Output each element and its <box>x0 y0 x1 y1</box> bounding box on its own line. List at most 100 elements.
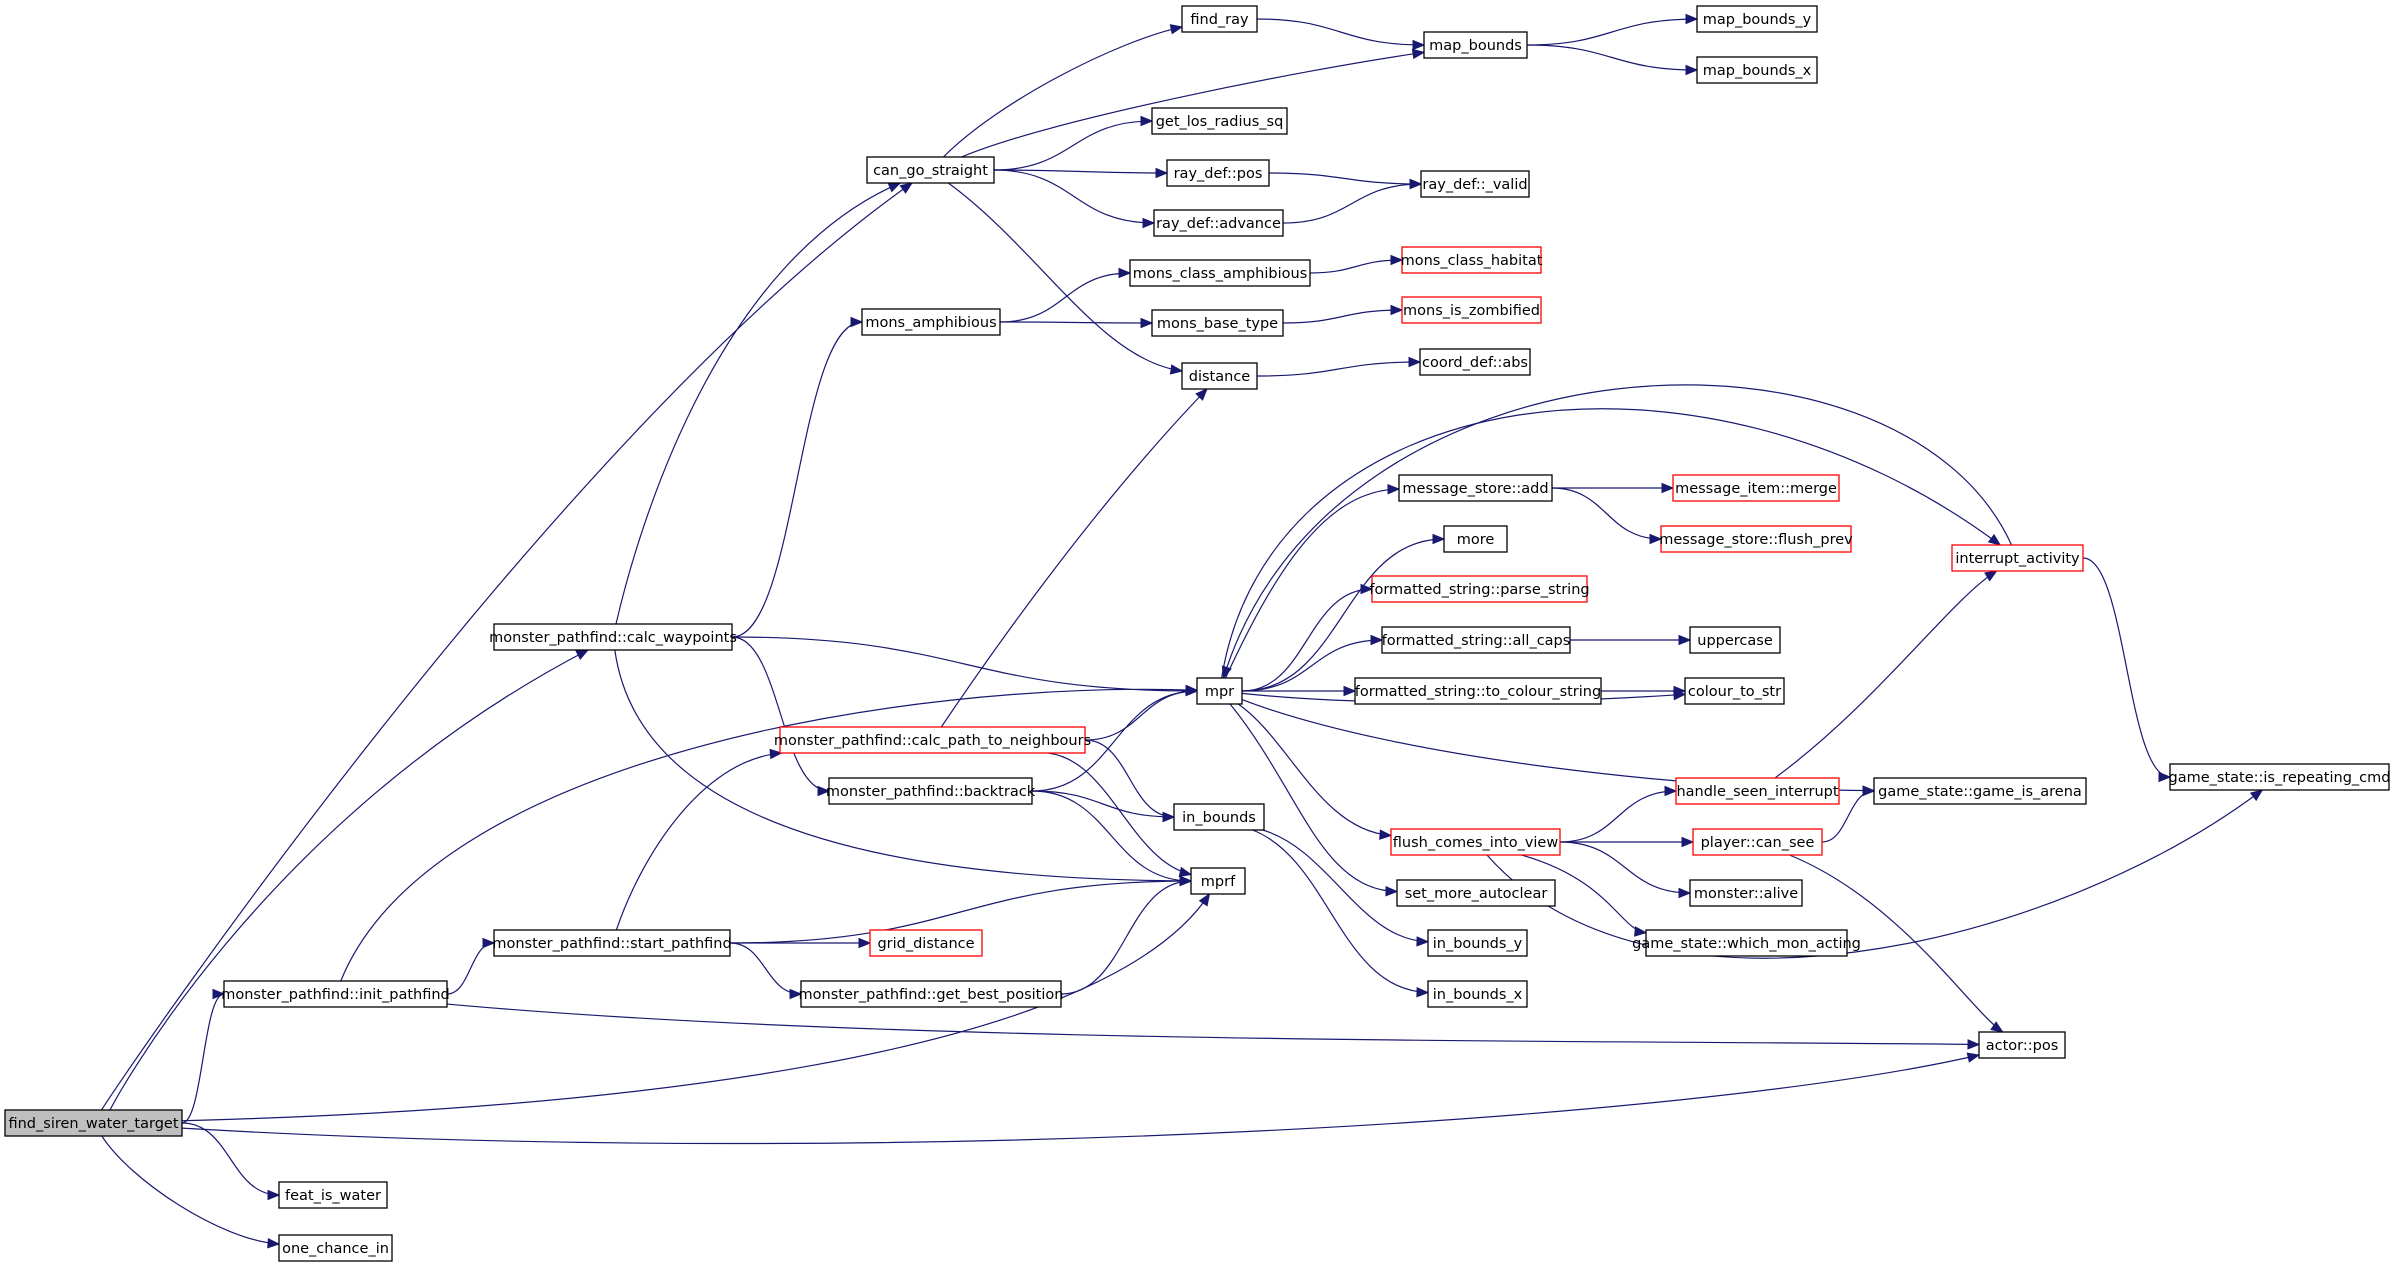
edge-mpr-to-all_caps <box>1241 634 1384 692</box>
node-get-los-radius-sq[interactable]: get_los_radius_sq <box>1151 107 1288 135</box>
node-parse-string[interactable]: formatted_string::parse_string <box>1369 575 1590 603</box>
edge-mpr-to-interrupt_activity <box>1221 408 2002 679</box>
edge-mpr-to-message_store_add <box>1224 483 1401 679</box>
node-game-is-arena[interactable]: game_state::game_is_arena <box>1873 777 2087 805</box>
node-in-bounds-y[interactable]: in_bounds_y <box>1427 929 1528 957</box>
node-label: more <box>1457 532 1495 548</box>
edge-get_best_position-to-mprf <box>1060 875 1193 995</box>
node-mons-is-zombified[interactable]: mons_is_zombified <box>1401 296 1542 324</box>
node-monster-alive[interactable]: monster::alive <box>1689 879 1803 907</box>
node-mons-amphibious[interactable]: mons_amphibious <box>861 308 1001 336</box>
node-set-more-autoclear[interactable]: set_more_autoclear <box>1396 879 1556 907</box>
edge-in_bounds-to-in_bounds_x <box>1252 829 1430 998</box>
node-calc-path-to-neighbours[interactable]: monster_pathfind::calc_path_to_neighbour… <box>774 726 1091 754</box>
node-label: ray_def::advance <box>1156 216 1281 232</box>
node-ray-valid[interactable]: ray_def::_valid <box>1420 170 1530 198</box>
node-colour-to-str[interactable]: colour_to_str <box>1684 677 1785 705</box>
edge-can_go_straight-to-ray_pos <box>993 167 1169 179</box>
node-to-colour-string[interactable]: formatted_string::to_colour_string <box>1354 677 1602 705</box>
node-label: in_bounds_x <box>1433 987 1523 1003</box>
edge-mpr-to-more <box>1241 533 1446 692</box>
edge-player_can_see-to-game_is_arena <box>1821 785 1876 843</box>
node-mons-class-habitat[interactable]: mons_class_habitat <box>1401 246 1543 274</box>
node-in-bounds-x[interactable]: in_bounds_x <box>1427 980 1528 1008</box>
edge-find_siren_water_target-to-init_pathfind <box>181 988 226 1124</box>
node-one-chance-in[interactable]: one_chance_in <box>278 1234 393 1262</box>
node-label: monster_pathfind::start_pathfind <box>492 936 731 952</box>
node-player-can-see[interactable]: player::can_see <box>1692 828 1823 856</box>
node-label: mons_is_zombified <box>1403 303 1540 319</box>
edge-find_siren_water_target-to-actor_pos <box>181 1052 1981 1145</box>
edge-mons_class_amphibious-to-mons_class_habitat <box>1309 254 1404 274</box>
node-mprf[interactable]: mprf <box>1190 867 1246 895</box>
node-distance[interactable]: distance <box>1181 362 1258 390</box>
node-more[interactable]: more <box>1443 525 1508 553</box>
node-interrupt-activity[interactable]: interrupt_activity <box>1951 544 2084 572</box>
node-ray-advance[interactable]: ray_def::advance <box>1153 209 1284 237</box>
edge-init_pathfind-to-actor_pos <box>446 1003 1981 1050</box>
node-label: in_bounds_y <box>1433 936 1523 952</box>
node-backtrack[interactable]: monster_pathfind::backtrack <box>826 777 1036 805</box>
node-label: interrupt_activity <box>1955 551 2080 567</box>
node-message-store-flush-prev[interactable]: message_store::flush_prev <box>1659 525 1853 553</box>
node-label: mprf <box>1201 874 1236 890</box>
node-label: monster_pathfind::get_best_position <box>799 987 1064 1003</box>
node-label: find_ray <box>1190 12 1249 28</box>
node-in-bounds[interactable]: in_bounds <box>1173 803 1265 831</box>
edge-start_pathfind-to-calc_path_to_neighbours <box>615 748 783 931</box>
node-label: feat_is_water <box>285 1188 381 1204</box>
edge-message_store_add-to-message_item_merge <box>1552 482 1675 494</box>
node-find-siren-water-target[interactable]: find_siren_water_target <box>4 1109 183 1137</box>
node-grid-distance[interactable]: grid_distance <box>869 929 983 957</box>
node-which-mon-acting[interactable]: game_state::which_mon_acting <box>1632 929 1861 957</box>
edge-flush_comes_into_view-to-which_mon_acting <box>1521 854 1648 937</box>
node-label: coord_def::abs <box>1422 355 1528 371</box>
edge-can_go_straight-to-ray_advance <box>993 169 1156 229</box>
node-get-best-position[interactable]: monster_pathfind::get_best_position <box>799 980 1064 1008</box>
node-actor-pos[interactable]: actor::pos <box>1978 1031 2066 1059</box>
node-label: map_bounds <box>1429 38 1522 54</box>
node-uppercase[interactable]: uppercase <box>1689 626 1781 654</box>
edge-calc_path_to_neighbours-to-in_bounds <box>1084 739 1176 823</box>
node-label: one_chance_in <box>282 1241 389 1257</box>
node-feat-is-water[interactable]: feat_is_water <box>278 1181 388 1209</box>
node-map-bounds-x[interactable]: map_bounds_x <box>1696 56 1818 84</box>
node-find-ray[interactable]: find_ray <box>1181 5 1258 33</box>
edge-player_can_see-to-actor_pos <box>1789 854 2004 1033</box>
edge-mons_amphibious-to-mons_class_amphibious <box>999 267 1132 323</box>
node-message-item-merge[interactable]: message_item::merge <box>1672 474 1840 502</box>
edge-calc_path_to_neighbours-to-mprf <box>1047 752 1193 877</box>
node-mons-class-amphibious[interactable]: mons_class_amphibious <box>1129 259 1311 287</box>
node-coord-abs[interactable]: coord_def::abs <box>1419 348 1531 376</box>
edge-start_pathfind-to-get_best_position <box>729 942 803 1000</box>
node-all-caps[interactable]: formatted_string::all_caps <box>1381 626 1571 654</box>
node-init-pathfind[interactable]: monster_pathfind::init_pathfind <box>221 980 450 1008</box>
node-label: formatted_string::parse_string <box>1369 582 1589 598</box>
node-map-bounds[interactable]: map_bounds <box>1423 31 1528 59</box>
edge-calc_waypoints-to-mprf <box>614 649 1193 887</box>
node-label: find_siren_water_target <box>8 1116 178 1132</box>
node-label: ray_def::_valid <box>1422 177 1527 193</box>
node-handle-seen-interrupt[interactable]: handle_seen_interrupt <box>1675 777 1840 805</box>
edge-find_siren_water_target-to-can_go_straight <box>101 182 914 1111</box>
node-calc-waypoints[interactable]: monster_pathfind::calc_waypoints <box>489 623 737 651</box>
node-label: game_state::which_mon_acting <box>1632 936 1861 952</box>
edge-all_caps-to-uppercase <box>1569 634 1692 646</box>
edge-map_bounds-to-map_bounds_y <box>1526 13 1699 46</box>
node-flush-comes-into-view[interactable]: flush_comes_into_view <box>1390 828 1561 856</box>
edge-flush_comes_into_view-to-player_can_see <box>1559 836 1695 848</box>
node-map-bounds-y[interactable]: map_bounds_y <box>1696 5 1818 33</box>
node-label: mons_class_habitat <box>1401 253 1543 269</box>
node-mpr[interactable]: mpr <box>1196 677 1243 705</box>
node-can-go-straight[interactable]: can_go_straight <box>866 156 995 184</box>
node-label: monster_pathfind::init_pathfind <box>221 987 450 1003</box>
node-start-pathfind[interactable]: monster_pathfind::start_pathfind <box>492 929 732 957</box>
node-message-store-add[interactable]: message_store::add <box>1398 474 1553 502</box>
edge-to_colour_string-to-colour_to_str <box>1601 685 1687 697</box>
node-label: mons_amphibious <box>865 315 996 331</box>
node-is-repeating-cmd[interactable]: game_state::is_repeating_cmd <box>2169 763 2391 791</box>
edge-mpr-to-set_more_autoclear <box>1229 703 1399 897</box>
node-mons-base-type[interactable]: mons_base_type <box>1151 309 1284 337</box>
node-ray-pos[interactable]: ray_def::pos <box>1166 159 1270 187</box>
